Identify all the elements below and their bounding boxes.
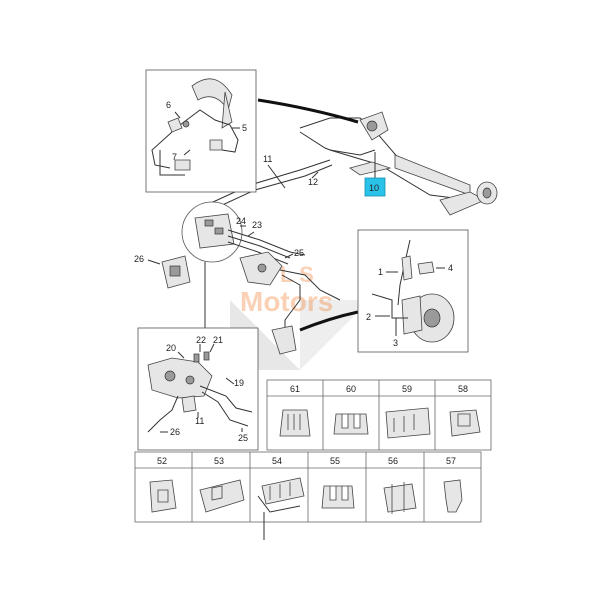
watermark-line2: Motors [240, 286, 333, 317]
callout-11b: 11 [195, 416, 204, 426]
callout-2: 2 [366, 312, 371, 322]
clip-56-icon [383, 482, 417, 514]
callout-7: 7 [172, 152, 177, 162]
clip-54-icon [261, 477, 305, 505]
clip-52-icon [149, 479, 177, 513]
part-label-59: 59 [402, 384, 412, 394]
part-label-56: 56 [388, 456, 398, 466]
callout-10-highlight [364, 177, 386, 197]
callout-24: 24 [236, 216, 246, 226]
leader-right-inset [299, 310, 359, 332]
clip-57-icon [443, 479, 463, 513]
inset-drum-brake: 6 5 7 [145, 69, 257, 193]
parts-grid-row1: 61 60 59 58 [266, 379, 492, 451]
clip-53-icon [199, 479, 245, 513]
clip-61-icon [279, 409, 311, 437]
leader-inset-top [257, 98, 359, 124]
callout-25b: 25 [238, 433, 248, 443]
part-label-53: 53 [214, 456, 224, 466]
part-label-54: 54 [272, 456, 282, 466]
callout-26a: 26 [134, 254, 144, 264]
callout-10: 10 [369, 183, 379, 193]
part-label-52: 52 [157, 456, 167, 466]
clip-59-icon [385, 407, 431, 439]
brake-line-11 [199, 159, 331, 209]
abs-modulator: 24 23 25 26 [134, 201, 341, 355]
inset-disc-brake: 1 4 2 3 [357, 229, 469, 353]
part-label-60: 60 [346, 384, 356, 394]
clip-54-bracket-icon [257, 495, 301, 513]
callout-20: 20 [166, 343, 176, 353]
clip-60-icon [333, 413, 369, 435]
part-label-57: 57 [446, 456, 456, 466]
rear-axle-assembly [299, 111, 498, 216]
callout-19: 19 [234, 378, 244, 388]
callout-12: 12 [308, 177, 318, 187]
callout-4: 4 [448, 263, 453, 273]
brake-line-12 [204, 164, 333, 214]
part-label-58: 58 [458, 384, 468, 394]
callout-1: 1 [378, 267, 383, 277]
callout-26b: 26 [170, 427, 180, 437]
parts-grid-row2: 52 53 54 55 56 57 [134, 451, 482, 540]
callout-6: 6 [166, 100, 171, 110]
inset-abs-detail: 20 22 21 19 11 26 25 [137, 327, 259, 451]
part-label-61: 61 [290, 384, 300, 394]
clip-55-icon [321, 485, 355, 509]
callout-23: 23 [252, 220, 262, 230]
callout-5: 5 [242, 123, 247, 133]
inset-disc-brake-frame [357, 229, 469, 353]
callout-25a: 25 [294, 248, 304, 258]
callout-21: 21 [213, 335, 223, 345]
part-label-55: 55 [330, 456, 340, 466]
callout-11: 11 [263, 154, 272, 164]
callout-22: 22 [196, 335, 206, 345]
clip-58-icon [449, 409, 481, 437]
callout-3: 3 [393, 338, 398, 348]
